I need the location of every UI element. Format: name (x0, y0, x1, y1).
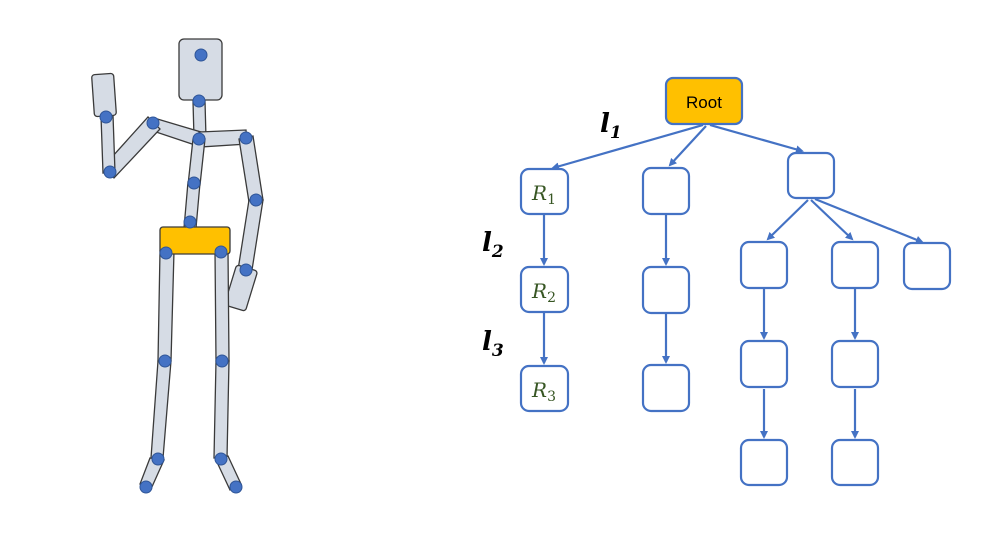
right-thigh-bone (214, 250, 230, 362)
joint-right-knee (215, 354, 229, 368)
joint-right-wrist (239, 263, 253, 277)
head-bone (178, 38, 223, 101)
tree-node-root (664, 76, 744, 126)
edge-root-to-col3 (709, 123, 804, 154)
joint-spine (187, 176, 201, 190)
human-skeleton (91, 38, 264, 494)
joint-right-toe (229, 480, 243, 494)
tree-node-col2-c (641, 363, 691, 413)
r3-label: R3 (531, 378, 556, 405)
edge-col3-to-left (766, 199, 809, 241)
edge-root-to-r1 (551, 123, 704, 171)
right-shin-bone (213, 360, 230, 459)
skeleton-joints (99, 48, 263, 494)
tree-node-col2-b (641, 265, 691, 315)
tree-node-r3 (519, 364, 570, 413)
r2-label: R2 (531, 279, 556, 306)
left-forearm-bone (100, 114, 116, 174)
joint-left-knee (158, 354, 172, 368)
tree-node-mid-c (830, 438, 880, 487)
edge-col3-to-mid (810, 199, 854, 241)
hierarchy-tree: Root R1 R2 R3 l1 l2 l3 (482, 76, 952, 487)
tree-node-col3 (786, 151, 836, 200)
root-node-label: Root (686, 93, 722, 112)
tree-edges (540, 123, 924, 439)
right-upper-arm-bone (238, 135, 264, 203)
joint-left-hip (159, 246, 173, 260)
joint-lower-spine (183, 215, 197, 229)
left-shin-bone (150, 360, 172, 459)
tree-node-col2-a (641, 166, 691, 216)
edge-root-to-col2 (668, 125, 707, 167)
edge-col3-to-right (814, 197, 924, 244)
joint-chest (192, 132, 206, 146)
level-label-3: l3 (482, 327, 504, 361)
joint-left-toe (139, 480, 153, 494)
level-label-2: l2 (482, 228, 504, 262)
joint-head (194, 48, 208, 62)
joint-left-shoulder (146, 116, 160, 130)
joint-neck (192, 94, 206, 108)
tree-node-r2 (519, 265, 570, 314)
tree-nodes: Root R1 R2 R3 (519, 76, 952, 487)
joint-left-ankle (151, 452, 165, 466)
joint-right-ankle (214, 452, 228, 466)
left-hand-bone (91, 72, 117, 118)
tree-node-left-b (739, 339, 789, 389)
tree-node-left-c (739, 438, 789, 487)
tree-node-r1 (519, 167, 570, 216)
pelvis-root-bone (159, 226, 231, 255)
tree-node-left-a (739, 240, 789, 290)
joint-right-shoulder (239, 131, 253, 145)
joint-right-elbow (249, 193, 263, 207)
joint-left-wrist (99, 110, 113, 124)
tree-node-right (902, 241, 952, 291)
r1-label: R1 (531, 181, 556, 208)
joint-left-elbow (103, 165, 117, 179)
level-labels: l1 l2 l3 (482, 109, 622, 361)
left-thigh-bone (157, 250, 175, 362)
tree-node-mid-a (830, 240, 880, 290)
right-forearm-bone (237, 199, 264, 271)
joint-right-hip (214, 245, 228, 259)
tree-node-mid-b (830, 339, 880, 389)
level-label-1: l1 (600, 109, 622, 143)
